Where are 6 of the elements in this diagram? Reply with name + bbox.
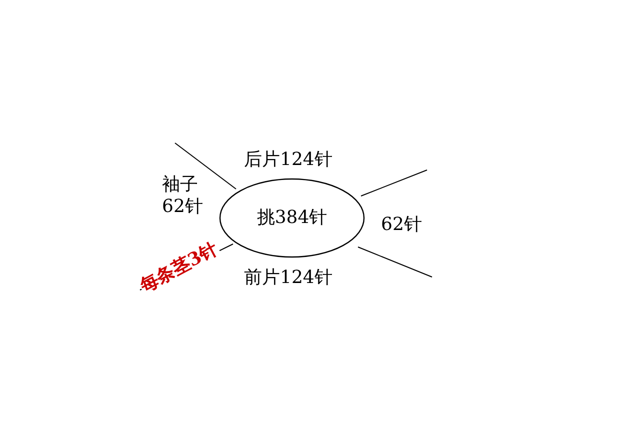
text-label: 62针 xyxy=(381,214,422,236)
text-label: 袖子62针 xyxy=(162,174,204,218)
oval-node xyxy=(219,178,365,258)
text-label: 后片124针 xyxy=(244,149,332,171)
node-label: 挑384针 xyxy=(256,207,328,229)
text-label: 前片124针 xyxy=(244,267,332,289)
